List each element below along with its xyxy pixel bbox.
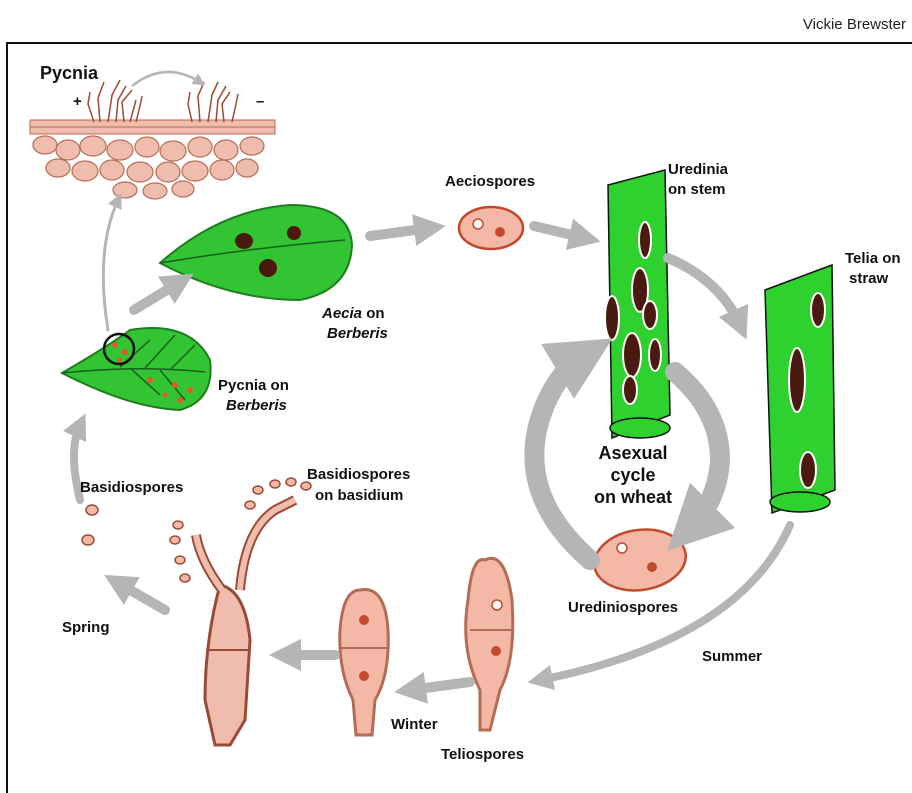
pycnia-tissue-section xyxy=(30,72,275,199)
aecia-label-line1: Aecia on xyxy=(322,304,385,323)
pycnia-on-label-line1: Pycnia on xyxy=(218,376,289,395)
uredinia-label-line2: on stem xyxy=(668,180,726,199)
basidium-label-line2: on basidium xyxy=(315,486,403,505)
winter-label: Winter xyxy=(391,715,438,734)
minus-sign: – xyxy=(256,92,264,111)
asexual-label-line1: Asexual xyxy=(583,442,683,464)
pycnia-on-label-line2: Berberis xyxy=(226,396,287,415)
urediniospores-label: Urediniospores xyxy=(568,598,678,617)
teliospore-right xyxy=(466,558,513,730)
telia-label-line1: Telia on xyxy=(845,249,901,268)
aecia-label-line2: Berberis xyxy=(327,324,388,343)
basidium xyxy=(170,478,311,745)
basidiospores-label: Basidiospores xyxy=(80,478,183,497)
pycnia-title: Pycnia xyxy=(40,64,98,83)
aecia-leaf xyxy=(160,205,352,300)
telia-label-line2: straw xyxy=(849,269,888,288)
basidium-label-line1: Basidiospores xyxy=(307,465,410,484)
asexual-label-line3: on wheat xyxy=(583,486,683,508)
asexual-label-line2: cycle xyxy=(583,464,683,486)
straw-telia xyxy=(765,265,835,513)
urediniospore xyxy=(590,524,689,596)
aeciospores-label: Aeciospores xyxy=(445,172,535,191)
basidiospores xyxy=(82,505,98,545)
aecia-on: on xyxy=(362,305,385,322)
pycnia-leaf xyxy=(62,328,211,410)
wheat-stem-uredinia xyxy=(605,170,670,438)
teliospore-left xyxy=(340,590,388,736)
uredinia-label-line1: Uredinia xyxy=(668,160,728,179)
plus-sign: + xyxy=(73,92,82,111)
spring-label: Spring xyxy=(62,618,110,637)
teliospores-label: Teliospores xyxy=(441,745,524,764)
aeciospore xyxy=(459,207,523,249)
summer-label: Summer xyxy=(702,647,762,666)
aecia-italic: Aecia xyxy=(322,305,362,322)
